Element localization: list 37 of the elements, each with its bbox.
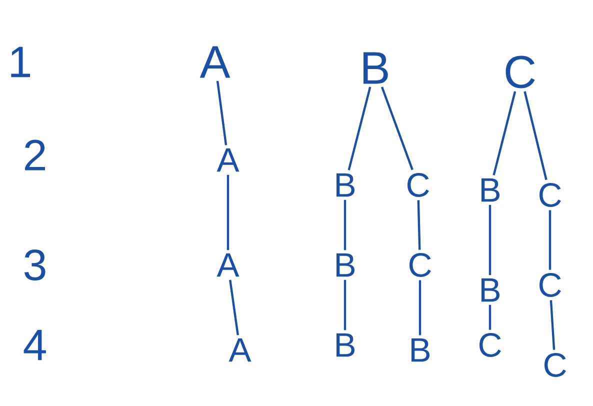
row-number: 4	[24, 330, 46, 360]
branch-line	[229, 280, 239, 336]
branch-line	[548, 210, 552, 270]
branch-line	[344, 280, 346, 330]
branch-line	[418, 280, 422, 336]
letter: C	[506, 56, 535, 88]
letter: B	[336, 173, 355, 197]
letter: A	[216, 253, 240, 277]
letter: B	[482, 278, 500, 302]
branch-line	[417, 200, 421, 250]
letter: C	[544, 353, 566, 377]
branch-line	[492, 91, 516, 176]
letter: C	[480, 333, 501, 357]
branch-line	[216, 80, 228, 146]
row-number: 1	[11, 46, 30, 78]
letter: C	[540, 273, 561, 297]
branch-line	[488, 204, 492, 276]
branch-line	[488, 304, 492, 330]
letter: C	[540, 183, 561, 207]
letter: A	[228, 338, 252, 362]
row-number: 2	[25, 140, 45, 170]
letter: C	[408, 173, 429, 197]
branch-line	[226, 174, 230, 250]
row-number: 3	[24, 249, 46, 281]
letter: A	[216, 148, 240, 172]
letter: A	[200, 46, 230, 78]
letter: C	[410, 253, 431, 277]
letter: B	[482, 178, 500, 202]
letter: B	[364, 52, 388, 84]
branch-line	[380, 86, 414, 170]
branch-line	[348, 86, 372, 170]
branch-line	[550, 300, 556, 350]
branch-line	[524, 91, 548, 180]
letter: B	[412, 338, 430, 362]
branch-line	[344, 200, 346, 250]
letter: B	[336, 333, 355, 357]
letter: B	[336, 253, 355, 277]
